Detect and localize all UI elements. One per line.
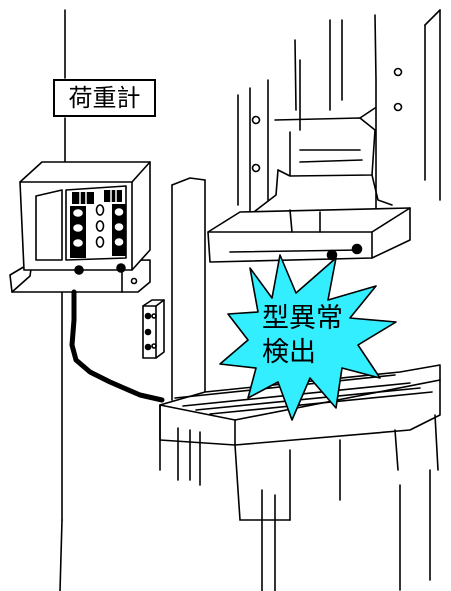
sensor-cable bbox=[69, 289, 165, 403]
press-column bbox=[171, 177, 206, 401]
mold-anomaly-detection-text: 型異常 検出 bbox=[262, 302, 362, 370]
sensor-block-icon bbox=[142, 299, 165, 359]
press-upper-frame bbox=[237, 9, 441, 219]
burst-text-line-1: 型異常 bbox=[262, 303, 343, 334]
alert-burst-icon bbox=[219, 254, 397, 421]
load-meter-device-icon bbox=[9, 161, 151, 293]
upper-die-plate bbox=[207, 207, 411, 263]
bolster-table bbox=[159, 364, 441, 521]
burst-text-line-2: 検出 bbox=[262, 337, 316, 368]
press-legs bbox=[261, 469, 431, 591]
load-meter-label: 荷重計 bbox=[53, 79, 156, 117]
